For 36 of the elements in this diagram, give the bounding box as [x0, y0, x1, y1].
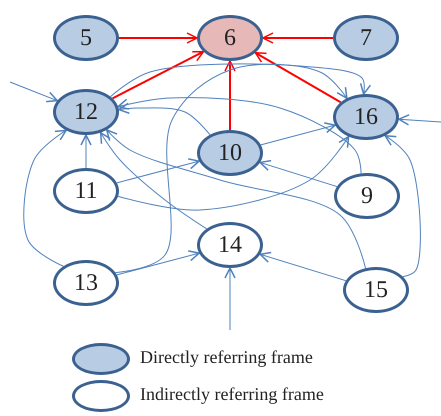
legend-label: Directly referring frame — [140, 347, 313, 368]
direct-frame-node: 6 — [197, 15, 263, 61]
arrow — [224, 267, 236, 330]
arrow — [384, 134, 421, 278]
arrow — [259, 160, 338, 188]
arrow — [116, 158, 200, 184]
indirect-frame-node: 11 — [53, 168, 119, 214]
arrow — [259, 252, 346, 282]
indirect-frame-node: 9 — [334, 173, 400, 219]
legend-label: Indirectly referring frame — [140, 384, 324, 405]
direct-frame-node: 12 — [53, 89, 119, 135]
arrow — [117, 97, 362, 174]
direct-frame-node: 7 — [333, 15, 399, 61]
arrow — [118, 136, 350, 211]
direct-frame-node: 5 — [53, 15, 119, 61]
arrow — [262, 32, 333, 44]
indirect-frame-node: 13 — [53, 260, 119, 306]
arrow — [100, 132, 208, 230]
indirect-frame-node: 14 — [197, 222, 263, 268]
indirect-frame-node: 15 — [343, 267, 409, 313]
arrow — [110, 63, 372, 98]
arrow — [80, 134, 92, 168]
arrow — [23, 130, 67, 267]
arrow — [224, 60, 236, 130]
arrow — [119, 32, 198, 44]
arrow — [398, 114, 441, 126]
arrow — [106, 129, 366, 269]
direct-frame-node: 10 — [197, 130, 263, 176]
arrow — [118, 102, 210, 136]
arrow — [254, 52, 342, 104]
arrow — [114, 64, 348, 274]
arrow — [260, 122, 336, 146]
direct-frame-node: 16 — [333, 94, 399, 140]
arrow — [116, 250, 200, 276]
arrow — [10, 82, 58, 102]
arrow — [112, 50, 204, 100]
